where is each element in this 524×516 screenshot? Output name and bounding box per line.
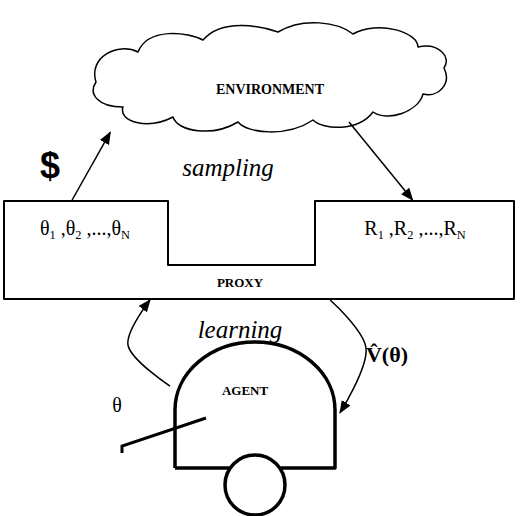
flow-arrow (128, 300, 170, 386)
text-run: ,...,θ (82, 217, 122, 239)
text-run: ,R (384, 217, 407, 239)
text-run: AGENT (222, 383, 268, 398)
flow-arrow (330, 300, 366, 413)
text-run: N (121, 217, 130, 239)
text-run: PROXY (217, 275, 263, 290)
text-run: 2 (75, 217, 81, 239)
annotation-label: learning (198, 316, 283, 344)
flow-arrow (349, 122, 413, 200)
edge-label: V̂(θ) (366, 343, 408, 367)
text-run: θ (112, 394, 122, 416)
antenna-line (122, 418, 206, 453)
subscript: 2 (407, 228, 413, 242)
text-run: ,θ (56, 217, 76, 239)
node-text: AGENT (160, 384, 330, 398)
outline-path (4, 201, 514, 299)
subscript: N (457, 228, 466, 242)
subscript: 1 (50, 228, 56, 242)
text-run: V̂(θ) (366, 342, 408, 367)
subscript: 2 (75, 228, 81, 242)
annotation-label: sampling (182, 154, 274, 182)
agent-robot: AGENT (170, 338, 340, 516)
subscript: 1 (378, 228, 384, 242)
edge-label: $ (40, 146, 60, 186)
text-run: ,...,R (413, 217, 456, 239)
text-run: ENVIRONMENT (216, 82, 324, 97)
text-run: learning (198, 316, 283, 343)
node-outline (88, 12, 452, 140)
text-run: $ (40, 145, 60, 186)
environment-cloud: ENVIRONMENT (88, 12, 452, 140)
text-run: 1 (50, 217, 56, 239)
node-text: ENVIRONMENT (88, 82, 452, 97)
text-run: N (457, 217, 466, 239)
text-run: 1 (378, 217, 384, 239)
text-run: R (364, 217, 377, 239)
edge-label: θ (112, 394, 122, 416)
outline-path (175, 342, 335, 515)
node-outline (170, 338, 340, 516)
flow-arrow (72, 132, 110, 200)
node-text: PROXY (170, 276, 310, 290)
outline-path (93, 23, 446, 132)
text-run: sampling (182, 154, 274, 181)
subscript: N (121, 228, 130, 242)
proxy-box: θ1 ,θ2 ,...,θNR1 ,R2 ,...,RNPROXY (3, 200, 515, 300)
text-run: θ (40, 217, 50, 239)
node-text: R1 ,R2 ,...,RN (335, 217, 495, 243)
node-text: θ1 ,θ2 ,...,θN (5, 217, 165, 243)
text-run: 2 (407, 217, 413, 239)
